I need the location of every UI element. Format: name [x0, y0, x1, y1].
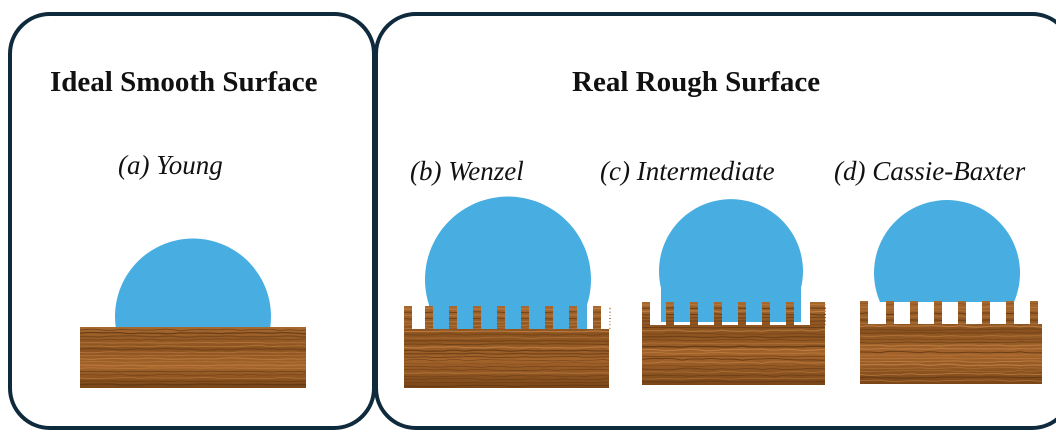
young-droplet [115, 238, 272, 329]
label-wenzel: (b) Wenzel [410, 156, 524, 186]
smooth-panel-title: Ideal Smooth Surface [50, 66, 318, 98]
rough-panel-title: Real Rough Surface [572, 66, 821, 98]
rough-surface-panel [374, 12, 1056, 430]
young-substrate [80, 327, 306, 388]
intermediate-droplet [659, 199, 803, 322]
wenzel-droplet [424, 196, 591, 330]
label-intermediate: (c) Intermediate [600, 156, 775, 186]
label-young: (a) Young [118, 150, 223, 180]
cassie-baxter-substrate [860, 301, 1042, 384]
young-state [80, 238, 306, 388]
cassie-baxter-state [860, 200, 1042, 384]
cassie-baxter-droplet [874, 200, 1020, 302]
wenzel-state [404, 196, 612, 388]
label-cassie-baxter: (d) Cassie-Baxter [834, 156, 1026, 186]
intermediate-state [642, 199, 826, 385]
